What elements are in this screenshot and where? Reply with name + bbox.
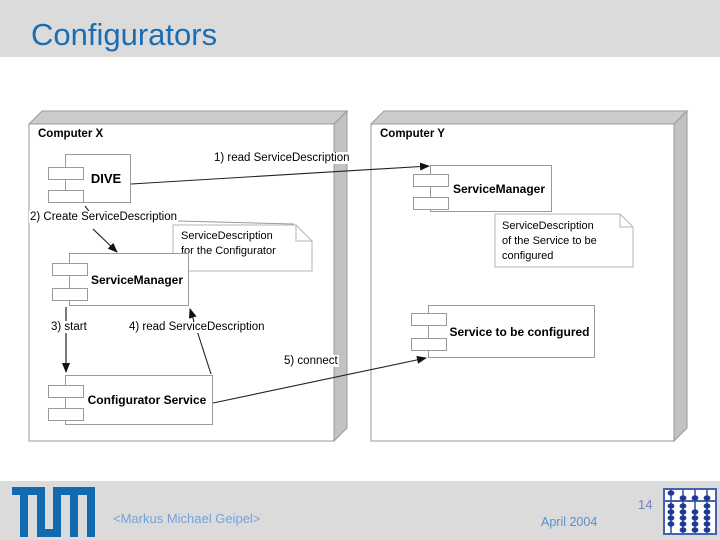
arrow-label-4: 4) read ServiceDescription: [128, 321, 266, 333]
component-servicemanager-y: ServiceManager: [413, 165, 552, 212]
component-tab: [48, 385, 84, 398]
component-configurator-service: Configurator Service: [48, 375, 213, 425]
arrow-1-read-servicedescription: [130, 162, 430, 185]
tum-logo: [12, 487, 95, 537]
component-dive: DIVE: [48, 154, 131, 203]
node-label-computer-x: Computer X: [38, 128, 104, 140]
component-tab: [411, 338, 447, 351]
computer-y-box: [369, 109, 689, 443]
arrow-label-5: 5) connect: [283, 355, 339, 367]
component-tab: [48, 190, 84, 203]
node-label-computer-y: Computer Y: [380, 128, 445, 140]
arrow-label-2: 2) Create ServiceDescription: [29, 211, 179, 223]
component-servicemanager-x: ServiceManager: [52, 253, 189, 306]
component-label: Configurator Service: [87, 393, 207, 407]
component-label: ServiceManager: [452, 181, 546, 196]
component-tab: [48, 167, 84, 180]
arrow-label-3: 3) start: [50, 321, 88, 333]
component-tab: [413, 174, 449, 187]
connector-label2-to-note: [177, 220, 295, 225]
component-label: DIVE: [90, 171, 122, 186]
note-text-service: ServiceDescription of the Service to be …: [502, 220, 597, 262]
component-tab: [52, 263, 88, 276]
component-tab: [48, 408, 84, 421]
arrow-4-read-servicedescription: [188, 308, 212, 375]
component-label: Service to be configured: [449, 324, 590, 339]
note-text-configurator: ServiceDescription for the Configurator: [181, 230, 276, 257]
footer-author: <Markus Michael Geipel>: [113, 511, 261, 526]
component-service-to-be-configured: Service to be configured: [411, 305, 595, 358]
component-tab: [52, 288, 88, 301]
component-tab: [411, 313, 447, 326]
arrow-label-1: 1) read ServiceDescription: [213, 152, 351, 164]
component-tab: [413, 197, 449, 210]
header-band: [0, 0, 720, 57]
component-label: ServiceManager: [90, 272, 184, 287]
arrow-2-create-servicedescription: [92, 228, 118, 253]
page-title: Configurators: [31, 17, 218, 52]
footer-page-number: 14: [638, 497, 653, 512]
footer-date: April 2004: [541, 515, 598, 529]
abacus-icon: [663, 488, 717, 535]
footer-band: [0, 481, 720, 540]
